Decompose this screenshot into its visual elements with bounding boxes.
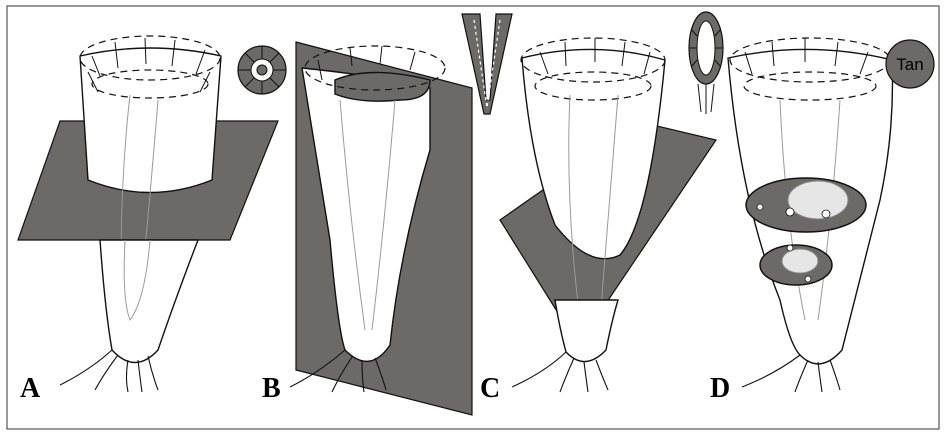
tangential-section-icon: Tan	[886, 40, 934, 88]
tangential-icon-text: Tan	[896, 55, 923, 74]
panel-d-lower-slice-lumen	[782, 249, 818, 273]
panel-b-pulp-chamber	[335, 73, 430, 102]
panel-a-label: A	[20, 373, 41, 404]
panel-b-label: B	[262, 373, 281, 404]
radial-cross-section-icon	[238, 46, 286, 94]
panel-d-upper-slice-lumen	[788, 181, 848, 219]
panel-c-label: C	[480, 373, 500, 404]
panel-d-label: D	[710, 373, 730, 404]
